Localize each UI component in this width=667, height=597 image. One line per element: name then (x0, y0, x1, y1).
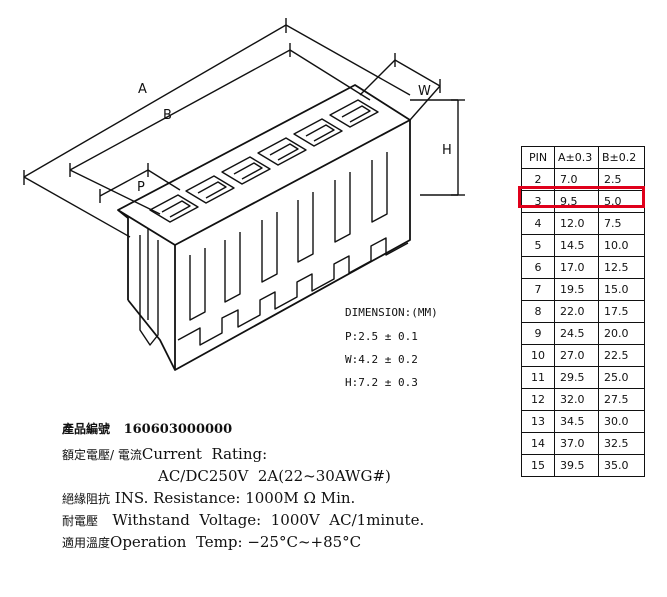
cell-b: 20.0 (598, 322, 645, 345)
rating-cn: 額定電壓/ 電流 (62, 448, 142, 462)
cell-b: 30.0 (598, 410, 645, 433)
cell-a: 22.0 (554, 300, 599, 323)
cell-a: 12.0 (554, 212, 599, 235)
cell-b: 17.5 (598, 300, 645, 323)
header-b: B±0.2 (598, 146, 645, 169)
cell-pin: 15 (521, 454, 555, 477)
cell-pin: 5 (521, 234, 555, 257)
cell-pin: 14 (521, 432, 555, 455)
dimension-a-line (23, 18, 411, 238)
dimension-b-line (69, 43, 371, 215)
cell-a: 24.5 (554, 322, 599, 345)
insulation-en: INS. Resistance: 1000M Ω Min. (114, 489, 356, 507)
cell-b: 25.0 (598, 366, 645, 389)
cell-pin: 11 (521, 366, 555, 389)
dimension-p-line (99, 163, 181, 203)
cell-pin: 4 (521, 212, 555, 235)
insulation-cn: 絕緣阻抗 (62, 492, 111, 506)
dimension-pitch: P:2.5 ± 0.1 (345, 330, 418, 343)
dimension-a-label: A (138, 82, 147, 97)
dimension-b-label: B (163, 108, 172, 123)
cell-a: 27.0 (554, 344, 599, 367)
dimension-w-line (359, 53, 441, 121)
withstand-en: Withstand Voltage: 1000V AC/1minute. (112, 511, 425, 529)
cell-pin: 12 (521, 388, 555, 411)
cell-pin: 7 (521, 278, 555, 301)
dimension-h-line (410, 99, 465, 196)
table-header-row: PIN A±0.3 B±0.2 (521, 146, 645, 169)
dimension-w-label: W (418, 84, 431, 99)
cell-b: 22.5 (598, 344, 645, 367)
cell-a: 39.5 (554, 454, 599, 477)
cell-b: 27.5 (598, 388, 645, 411)
cell-b: 15.0 (598, 278, 645, 301)
cell-b: 32.5 (598, 432, 645, 455)
withstand-line: 耐電壓 Withstand Voltage: 1000V AC/1minute. (62, 511, 424, 529)
cell-pin: 6 (521, 256, 555, 279)
cell-b: 10.0 (598, 234, 645, 257)
dimension-width: W:4.2 ± 0.2 (345, 353, 418, 366)
cell-a: 14.5 (554, 234, 599, 257)
part-number: 160603000000 (123, 422, 233, 437)
part-number-label: 產品編號 (62, 422, 111, 436)
temperature-line: 適用溫度Operation Temp: −25°C~+85°C (62, 533, 361, 551)
dimension-title: DIMENSION:(MM) (345, 306, 438, 319)
dimension-height: H:7.2 ± 0.3 (345, 376, 418, 389)
temperature-en: Operation Temp: −25°C~+85°C (110, 533, 362, 551)
header-a: A±0.3 (554, 146, 599, 169)
cell-pin: 13 (521, 410, 555, 433)
cell-a: 37.0 (554, 432, 599, 455)
highlight-box (518, 186, 645, 208)
rating-line: 額定電壓/ 電流Current Rating: (62, 445, 267, 463)
cell-pin: 10 (521, 344, 555, 367)
cell-b: 7.5 (598, 212, 645, 235)
cell-a: 29.5 (554, 366, 599, 389)
cell-pin: 9 (521, 322, 555, 345)
header-pin: PIN (521, 146, 555, 169)
connector-body (117, 84, 411, 371)
cell-b: 35.0 (598, 454, 645, 477)
cell-a: 17.0 (554, 256, 599, 279)
temperature-cn: 適用溫度 (62, 536, 111, 550)
rating-en: Current Rating: (141, 445, 268, 463)
withstand-cn: 耐電壓 (62, 514, 99, 528)
connector-drawing (23, 18, 465, 371)
cell-a: 19.5 (554, 278, 599, 301)
part-number-line: 產品編號 160603000000 (62, 420, 232, 437)
cell-b: 12.5 (598, 256, 645, 279)
cell-pin: 8 (521, 300, 555, 323)
cell-a: 34.5 (554, 410, 599, 433)
rating-value: AC/DC250V 2A(22~30AWG#) (158, 467, 391, 485)
dimension-h-label: H (442, 143, 452, 158)
insulation-line: 絕緣阻抗 INS. Resistance: 1000M Ω Min. (62, 489, 355, 507)
cell-a: 32.0 (554, 388, 599, 411)
dimension-p-label: P (137, 180, 145, 195)
